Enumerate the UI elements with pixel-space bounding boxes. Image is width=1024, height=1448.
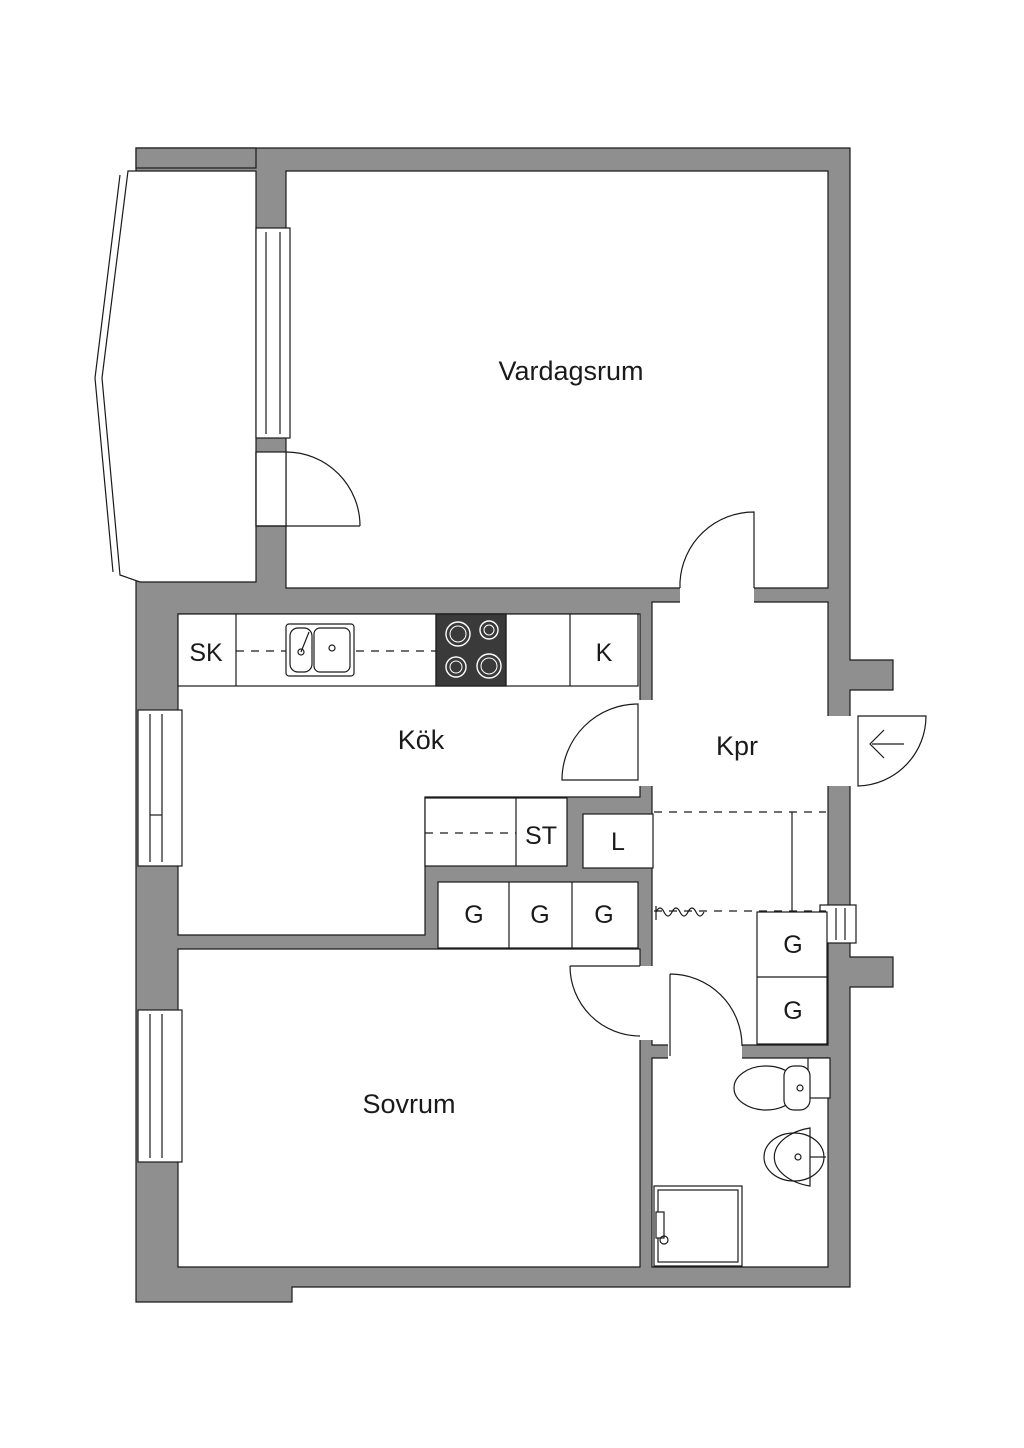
room-labels: Vardagsrum Kök Kpr Sovrum	[362, 356, 758, 1119]
kitchen-window	[137, 709, 183, 867]
l-label: L	[611, 828, 625, 856]
st-label: ST	[525, 822, 557, 850]
hall-label: Kpr	[716, 731, 758, 761]
washbasin-icon	[763, 1127, 826, 1187]
bathroom-door-swing	[669, 973, 743, 1056]
wardrobes: G G G G G	[437, 881, 828, 1045]
k-label: K	[596, 639, 613, 667]
g-label-1: G	[464, 901, 483, 929]
kitchen-counter: SK K	[177, 613, 639, 687]
radiator-icon	[655, 906, 705, 920]
balcony	[94, 170, 361, 583]
stove-icon	[435, 613, 507, 687]
balcony-door-swing	[285, 451, 361, 527]
sk-label: SK	[189, 639, 223, 667]
bathroom	[653, 1057, 831, 1267]
doors	[561, 511, 927, 1059]
entrance-arrow-icon	[869, 729, 904, 759]
windows	[137, 709, 857, 1163]
living-room-label: Vardagsrum	[498, 356, 643, 386]
balcony-window	[255, 227, 291, 439]
g-label-3: G	[594, 901, 613, 929]
entrance-door-swing	[857, 715, 927, 787]
bedroom-window	[137, 1009, 183, 1163]
kitchen-label: Kök	[398, 725, 445, 755]
kitchen-door-swing	[561, 703, 639, 781]
bedroom-door-swing	[569, 965, 641, 1037]
g-label-5: G	[783, 997, 802, 1025]
g-label-4: G	[783, 931, 802, 959]
shower-icon	[653, 1185, 743, 1267]
g-label-2: G	[530, 901, 549, 929]
hall-fixtures	[654, 811, 826, 920]
kitchen-lower-cabinets: ST L	[424, 797, 654, 869]
toilet-icon	[733, 1065, 811, 1111]
bedroom-label: Sovrum	[362, 1089, 455, 1119]
sink-icon	[285, 623, 355, 677]
living-door-swing	[679, 511, 755, 588]
